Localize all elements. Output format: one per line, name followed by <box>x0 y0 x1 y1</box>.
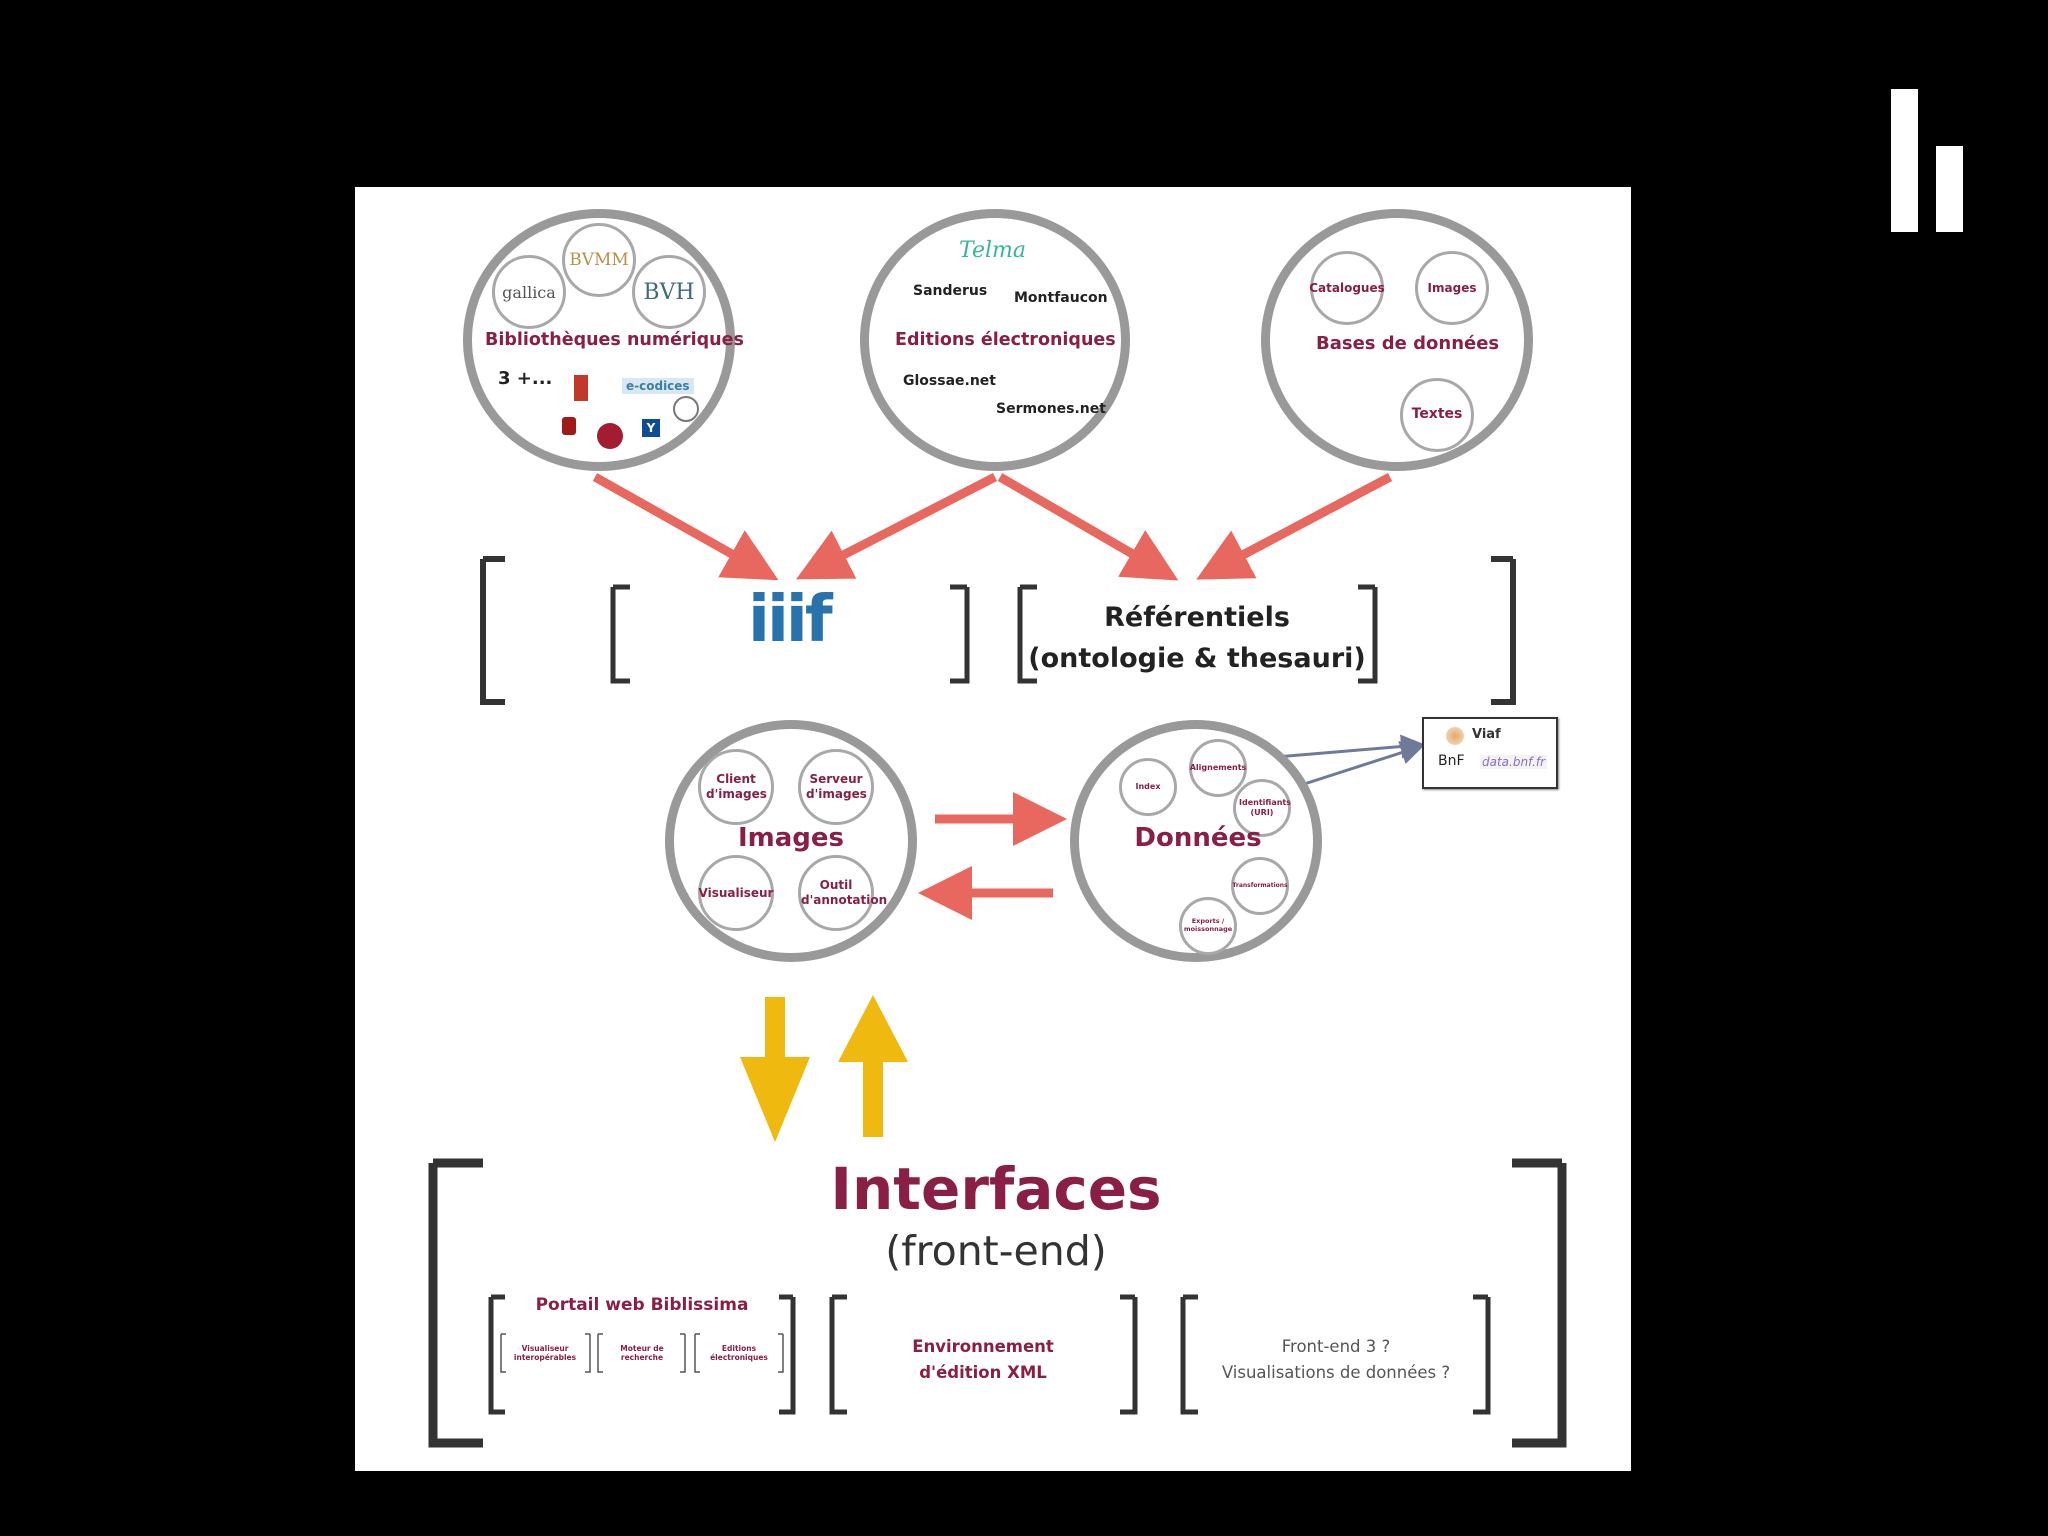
logo-ecodices: e-codices <box>622 378 694 394</box>
edition-sanderus: Sanderus <box>913 283 988 299</box>
environnement-label: Environnement d'édition XML <box>912 1337 1054 1382</box>
arrow-identifiants-to-external <box>1294 741 1425 789</box>
logo-seal <box>673 396 699 422</box>
arrow-bib-to-iiif <box>592 473 779 581</box>
viaf-label: Viaf <box>1472 727 1501 742</box>
bases-title: Bases de données <box>1316 333 1500 354</box>
sub-transformations: Transformations <box>1231 857 1289 915</box>
databnf-label: data.bnf.fr <box>1480 755 1548 769</box>
bracket-env-left <box>829 1294 847 1415</box>
bibliotheques-more: 3 +... <box>498 368 553 389</box>
logo-red-block <box>574 375 588 401</box>
portail-title: Portail web Biblissima <box>535 1295 749 1315</box>
circle-bibliotheques: gallica BVMM BVH Bibliothèques numérique… <box>463 209 744 471</box>
arrow-edit-to-ref <box>997 473 1179 581</box>
bracket-middle-outer-left <box>480 556 505 705</box>
portail-item-editions: Editions électroniques <box>710 1344 768 1362</box>
donnees-title: Données <box>1134 823 1262 853</box>
sub-circle-images: Images <box>1415 251 1489 325</box>
bnf-label: BnF <box>1438 753 1465 769</box>
sub-circle-bvmm: BVMM <box>562 223 636 297</box>
bracket-front3-left <box>1180 1294 1198 1415</box>
bracket-env-right <box>1120 1294 1138 1415</box>
circle-donnees: Index Alignements Identifiants (URI) Don… <box>1070 720 1322 962</box>
sub-circle-gallica: gallica <box>492 255 566 329</box>
sub-circle-bvh: BVH <box>632 255 706 329</box>
arrow-bases-to-ref <box>1196 473 1393 580</box>
sub-visualiseur: Visualiseur <box>698 855 774 931</box>
sub-identifiants: Identifiants (URI) <box>1233 779 1291 837</box>
bracket-portail-left <box>488 1294 505 1415</box>
sub-alignements: Alignements <box>1189 739 1247 797</box>
bracket-iiif-right <box>950 584 970 684</box>
referentiels-title: Référentiels (ontologie & thesauri) <box>1028 602 1366 674</box>
logo-stanford <box>562 417 576 435</box>
sub-serveur-images: Serveur d'images <box>798 749 874 825</box>
bracket-interfaces-left <box>428 1158 483 1448</box>
sub-client-images: Client d'images <box>698 749 774 825</box>
edition-glossae: Glossae.net <box>903 373 996 389</box>
bracket-ref-left <box>1017 584 1037 684</box>
portail-item-moteur: Moteur de recherche <box>620 1344 664 1362</box>
sub-circle-catalogues: Catalogues <box>1309 251 1385 325</box>
sub-index: Index <box>1119 758 1177 816</box>
interfaces-subtitle: (front-end) <box>885 1227 1107 1275</box>
edition-sermones: Sermones.net <box>996 401 1106 417</box>
viaf-icon <box>1446 727 1464 745</box>
circle-editions: Telma Sanderus Montfaucon Editions élect… <box>860 209 1130 471</box>
diagram-slide: gallica BVMM BVH Bibliothèques numérique… <box>355 187 1631 1471</box>
images-title: Images <box>737 823 845 853</box>
bibliotheques-title: Bibliothèques numériques <box>485 330 744 350</box>
arrow-edit-to-iiif <box>795 472 998 580</box>
logo-harvard <box>597 423 623 449</box>
logo-telma: Telma <box>959 238 1026 263</box>
sub-circle-textes: Textes <box>1400 378 1474 452</box>
portail-item-visualiseur: Visualiseur interopérables <box>513 1344 577 1362</box>
interfaces-title: Interfaces <box>830 1155 1162 1223</box>
bracket-front3-right <box>1473 1294 1491 1415</box>
bracket-ref-right <box>1358 584 1378 684</box>
editions-title: Editions électroniques <box>895 330 1116 350</box>
bracket-portail-right <box>779 1294 796 1415</box>
arrow-yellow-down <box>740 997 810 1142</box>
logo-yale: Y <box>642 419 660 437</box>
sub-exports: Exports / moissonnage <box>1179 897 1237 955</box>
sub-outil-annotation: Outil d'annotation <box>798 855 887 931</box>
arrow-yellow-up <box>838 995 908 1137</box>
front3-label: Front-end 3 ? Visualisations de données … <box>1221 1337 1451 1382</box>
circle-bases: Catalogues Images Bases de données Texte… <box>1261 209 1533 471</box>
external-authorities-box: Viaf BnF data.bnf.fr <box>1422 717 1558 789</box>
bracket-interfaces-right <box>1512 1158 1567 1448</box>
iiif-logo: iiif <box>748 583 833 657</box>
diagram-connectors <box>428 472 1567 1448</box>
circle-images: Client d'images Serveur d'images Images … <box>665 720 917 962</box>
bracket-middle-outer-right <box>1491 556 1516 705</box>
bracket-iiif-left <box>610 584 630 684</box>
edition-montfaucon: Montfaucon <box>1014 290 1108 306</box>
